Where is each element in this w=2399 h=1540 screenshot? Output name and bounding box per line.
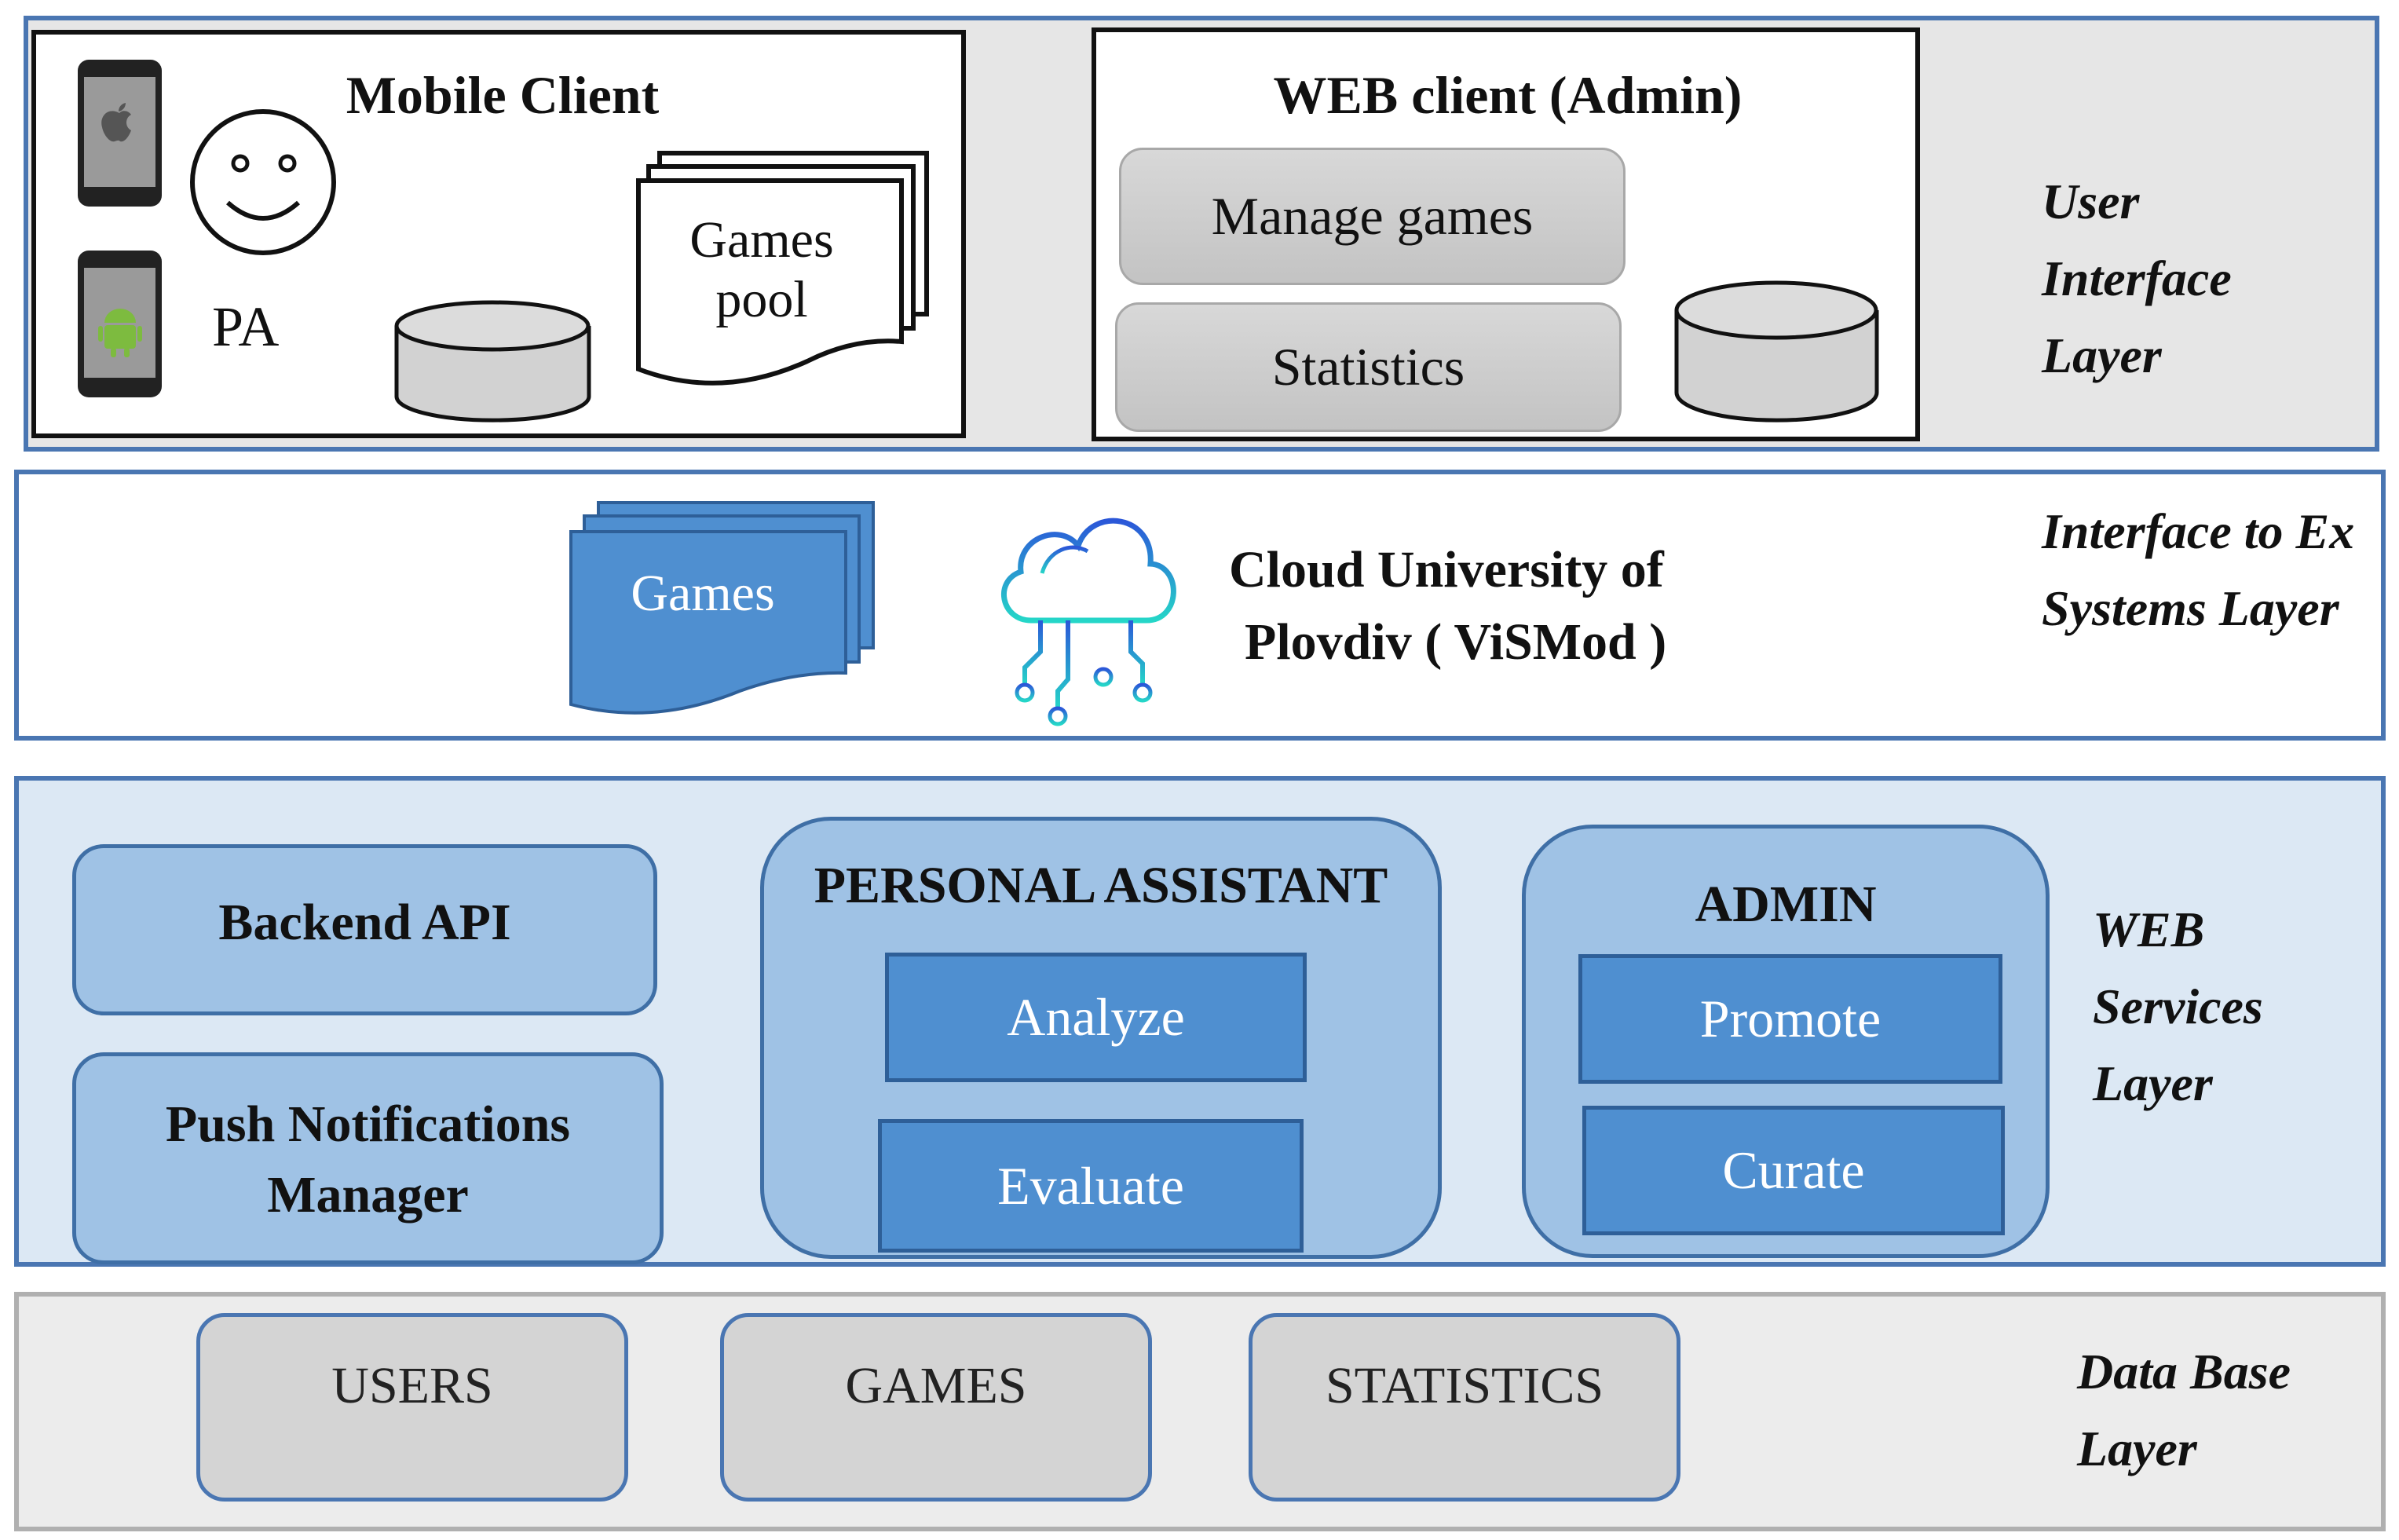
smiley-face-icon xyxy=(190,109,336,255)
games-pool-label: Games pool xyxy=(689,211,834,328)
games-document-stack-icon xyxy=(569,501,875,715)
personal-assistant-title: PERSONAL ASSISTANT xyxy=(814,857,1388,914)
user-interface-layer-label: User Interface Layer xyxy=(2042,174,2232,383)
push-line1: Push Notifications xyxy=(165,1096,571,1153)
ex-systems-layer xyxy=(14,470,2386,741)
push-notifications-box[interactable]: Push Notifications Manager xyxy=(72,1052,664,1264)
cloud-university-line2: Plovdiv ( ViSMod ) xyxy=(1245,613,1667,671)
web-client-title: WEB client (Admin) xyxy=(1273,65,1743,125)
backend-api-label: Backend API xyxy=(218,894,511,951)
backend-api-box[interactable]: Backend API xyxy=(72,844,657,1015)
evaluate-button[interactable]: Evaluate xyxy=(878,1119,1304,1253)
cloud-network-icon xyxy=(1000,518,1176,726)
games-stack-label: Games xyxy=(631,565,775,622)
push-line2: Manager xyxy=(267,1166,469,1224)
curate-button[interactable]: Curate xyxy=(1582,1106,2005,1235)
phone-android-icon xyxy=(78,251,162,397)
analyze-button[interactable]: Analyze xyxy=(885,953,1307,1082)
cloud-university-line1: Cloud University of xyxy=(1229,541,1664,598)
pa-label: PA xyxy=(212,295,280,358)
users-table-box[interactable]: USERS xyxy=(196,1313,628,1502)
web-database-icon xyxy=(1674,280,1879,422)
mobile-client-title: Mobile Client xyxy=(346,65,660,125)
admin-title: ADMIN xyxy=(1695,876,1877,933)
manage-games-button[interactable]: Manage games xyxy=(1119,148,1626,285)
database-layer-label: Data Base Layer xyxy=(2077,1344,2291,1476)
phone-apple-icon xyxy=(78,60,162,207)
mobile-database-icon xyxy=(394,300,591,422)
games-pool-document-icon xyxy=(636,151,929,386)
ex-systems-layer-label: Interface to Ex Systems Layer xyxy=(2042,503,2355,636)
statistics-table-box[interactable]: STATISTICS xyxy=(1249,1313,1680,1502)
statistics-button[interactable]: Statistics xyxy=(1115,302,1622,432)
web-services-layer-label: WEB Services Layer xyxy=(2093,902,2263,1111)
promote-button[interactable]: Promote xyxy=(1578,954,2002,1084)
games-table-box[interactable]: GAMES xyxy=(720,1313,1152,1502)
